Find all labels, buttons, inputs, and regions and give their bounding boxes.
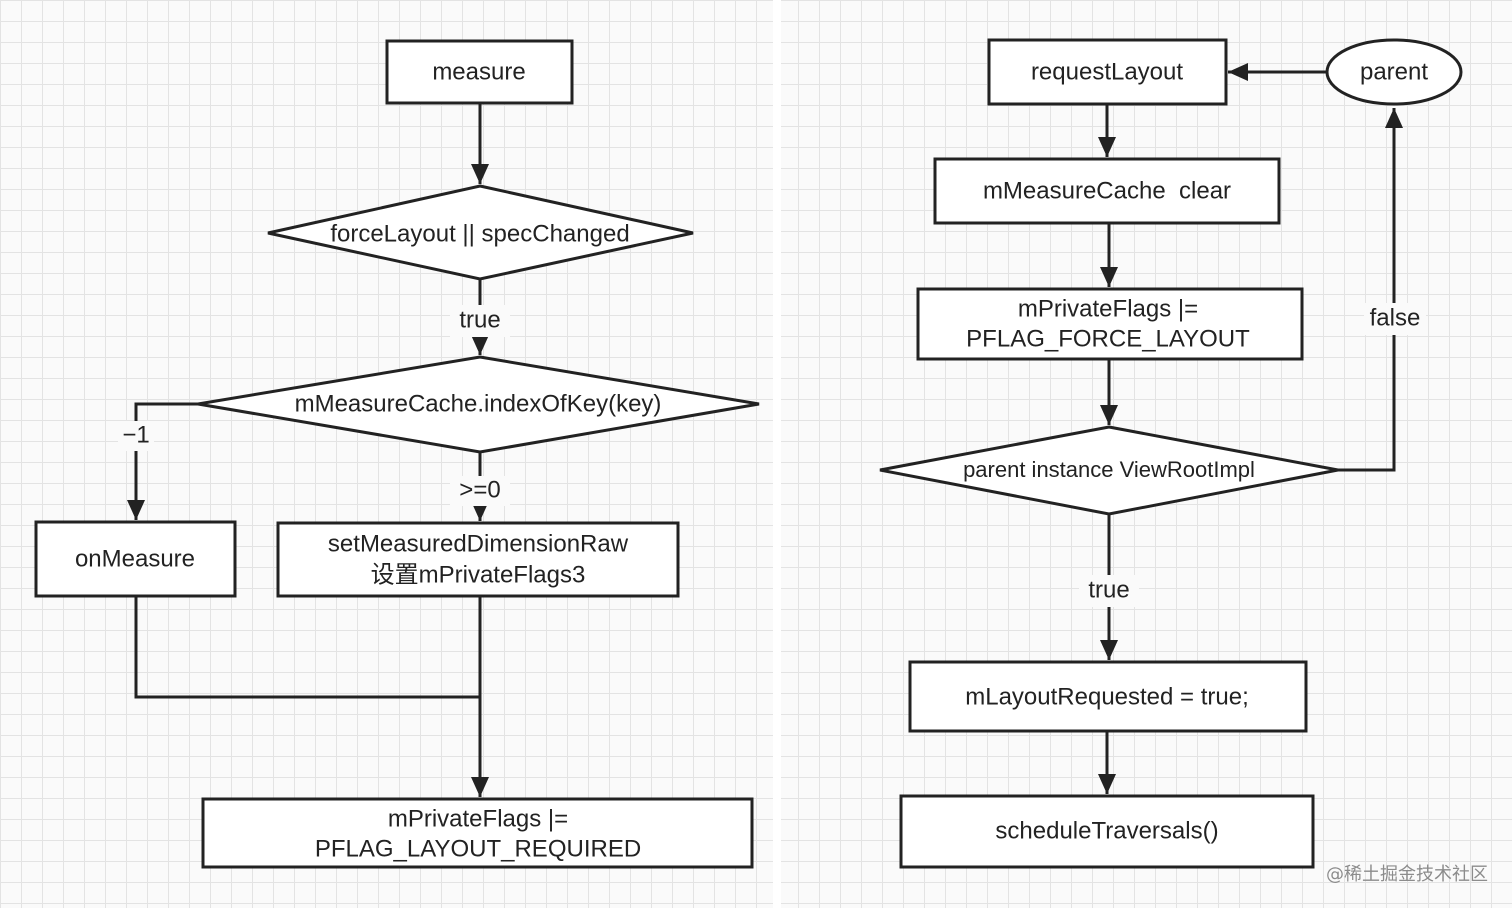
node-parent: parent	[1325, 38, 1463, 106]
node-layout-requested: mLayoutRequested = true;	[908, 660, 1308, 733]
node-force-layout-line2: PFLAG_FORCE_LAYOUT	[966, 325, 1250, 352]
node-parent-label: parent	[1360, 58, 1428, 85]
decision-force-layout: forceLayout || specChanged	[267, 184, 694, 281]
label-true-right: true	[1088, 576, 1129, 603]
node-measure: measure	[385, 39, 574, 105]
node-request-layout: requestLayout	[987, 38, 1228, 106]
node-layout-required: mPrivateFlags |= PFLAG_LAYOUT_REQUIRED	[201, 797, 754, 869]
node-set-measured-line2: 设置mPrivateFlags3	[371, 561, 586, 588]
node-cache-clear-label: mMeasureCache clear	[983, 177, 1231, 204]
decision-force-layout-label: forceLayout || specChanged	[330, 220, 629, 247]
node-layout-required-line2: PFLAG_LAYOUT_REQUIRED	[315, 835, 641, 862]
node-measure-label: measure	[432, 58, 525, 85]
watermark: @稀土掘金技术社区	[1326, 864, 1488, 885]
node-schedule-traversals: scheduleTraversals()	[899, 794, 1315, 869]
node-layout-requested-label: mLayoutRequested = true;	[965, 683, 1249, 710]
label-false: false	[1370, 304, 1421, 331]
decision-measure-cache-label: mMeasureCache.indexOfKey(key)	[295, 390, 662, 417]
edge-onmeasure-to-join	[134, 597, 480, 699]
label-true-left: true	[459, 306, 500, 333]
node-cache-clear: mMeasureCache clear	[933, 157, 1281, 225]
label-ge-zero: >=0	[459, 476, 500, 503]
panel-divider	[773, 0, 781, 908]
decision-parent-viewrootimpl-label: parent instance ViewRootImpl	[963, 457, 1255, 482]
node-request-layout-label: requestLayout	[1031, 58, 1183, 85]
node-set-measured-line1: setMeasuredDimensionRaw	[328, 530, 629, 557]
node-schedule-traversals-label: scheduleTraversals()	[995, 817, 1218, 844]
node-force-layout: mPrivateFlags |= PFLAG_FORCE_LAYOUT	[916, 287, 1304, 361]
edge-cache-to-onmeasure	[127, 402, 198, 520]
right-flow-edges: false true	[1079, 63, 1426, 794]
node-set-measured-dimension: setMeasuredDimensionRaw 设置mPrivateFlags3	[276, 521, 680, 598]
left-flow-edges: true −1 >=0	[118, 103, 510, 797]
node-layout-required-line1: mPrivateFlags |=	[388, 805, 568, 832]
decision-measure-cache: mMeasureCache.indexOfKey(key)	[197, 355, 760, 454]
edge-decision-false-to-parent	[1338, 108, 1403, 472]
node-on-measure-label: onMeasure	[75, 545, 195, 572]
label-minus-one: −1	[122, 421, 149, 448]
node-on-measure: onMeasure	[34, 520, 237, 598]
node-force-layout-line1: mPrivateFlags |=	[1018, 295, 1198, 322]
decision-parent-viewrootimpl: parent instance ViewRootImpl	[879, 425, 1339, 516]
